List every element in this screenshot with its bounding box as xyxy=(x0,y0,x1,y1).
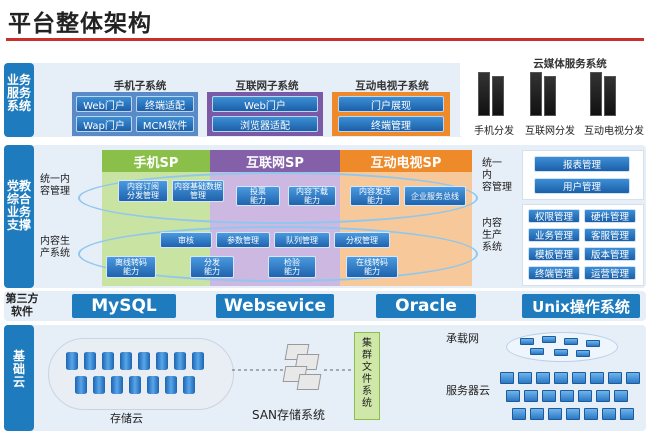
content-base-data-module[interactable]: 内容基础数据 管理 xyxy=(172,180,224,202)
business-layer-tag xyxy=(4,63,34,137)
inspection-capability-module[interactable]: 检验 能力 xyxy=(268,256,316,278)
cloud-media-title: 云媒体服务系统 xyxy=(533,58,607,70)
content-download-module[interactable]: 内容下载 能力 xyxy=(288,186,336,206)
business-layer-label: 业务 服务 系统 xyxy=(6,73,31,113)
hardware-mgmt-button[interactable]: 硬件管理 xyxy=(584,209,636,223)
internet-web-portal[interactable]: Web门户 xyxy=(212,96,318,112)
iptv-terminal-mgmt[interactable]: 终端管理 xyxy=(338,116,444,132)
content-production-left-label: 内容生 产系统 xyxy=(40,236,70,259)
iptv-distribution-label: 互动电视分发 xyxy=(584,126,644,137)
offline-transcode-module[interactable]: 离线转码 能力 xyxy=(106,256,156,278)
server-rack-icon xyxy=(530,72,558,116)
mobile-sp-header: 手机SP xyxy=(102,150,210,172)
support-layer-tag xyxy=(4,145,34,288)
terminal-mgmt-button[interactable]: 终端管理 xyxy=(528,266,580,280)
iptv-sp-header: 互动电视SP xyxy=(340,150,472,172)
enterprise-service-bus-module[interactable]: 企业服务总线 xyxy=(404,186,466,206)
storage-cloud-label: 存储云 xyxy=(110,412,143,425)
customer-service-mgmt-button[interactable]: 客服管理 xyxy=(584,228,636,242)
review-module[interactable]: 审核 xyxy=(160,232,212,248)
unix-os-box: Unix操作系统 xyxy=(522,294,640,318)
base-layer-tag xyxy=(4,325,34,431)
internet-sp-header: 互联网SP xyxy=(210,150,340,172)
parameter-mgmt-module[interactable]: 参数管理 xyxy=(216,232,270,248)
page-title: 平台整体架构 xyxy=(8,11,152,37)
title-divider xyxy=(6,38,644,41)
mobile-distribution-label: 手机分发 xyxy=(474,126,514,137)
webservice-box: Websevice xyxy=(216,294,334,318)
mobile-subsystem-title: 手机子系统 xyxy=(113,80,167,92)
mobile-web-portal[interactable]: Web门户 xyxy=(76,96,132,112)
third-party-layer-label: 第三方 软件 xyxy=(5,292,39,318)
distribution-capability-module[interactable]: 分发 能力 xyxy=(190,256,234,278)
carrier-network-icon xyxy=(486,326,636,366)
internet-subsystem-title: 互联网子系统 xyxy=(235,80,299,92)
base-layer-label: 基 础 云 xyxy=(12,349,25,389)
iptv-subsystem-title: 互动电视子系统 xyxy=(355,80,429,92)
content-subscription-module[interactable]: 内容订阅 分发管理 xyxy=(118,180,168,202)
server-cloud-icon xyxy=(496,368,642,426)
version-mgmt-button[interactable]: 版本管理 xyxy=(584,247,636,261)
san-storage-label: SAN存储系统 xyxy=(252,408,326,422)
server-rack-icon xyxy=(478,72,506,116)
server-cloud-label: 服务器云 xyxy=(446,384,490,397)
internet-distribution-label: 互联网分发 xyxy=(525,126,575,137)
content-production-ellipse xyxy=(78,226,478,282)
mysql-box: MySQL xyxy=(72,294,176,318)
content-send-module[interactable]: 内容发送 能力 xyxy=(350,186,400,206)
permission-split-module[interactable]: 分权管理 xyxy=(334,232,390,248)
storage-cloud-shape xyxy=(48,338,234,410)
cluster-fs-box xyxy=(354,332,380,420)
operation-mgmt-button[interactable]: 运营管理 xyxy=(584,266,636,280)
online-transcode-module[interactable]: 在线转码 能力 xyxy=(346,256,398,278)
unified-content-right-label: 统一 内 容管理 xyxy=(482,158,512,193)
template-mgmt-button[interactable]: 模板管理 xyxy=(528,247,580,261)
unified-content-ellipse xyxy=(78,172,478,224)
server-rack-icon xyxy=(590,72,618,116)
queue-mgmt-module[interactable]: 队列管理 xyxy=(274,232,330,248)
mobile-wap-portal[interactable]: Wap门户 xyxy=(76,116,132,132)
unified-content-left-label: 统一内 容管理 xyxy=(40,174,70,197)
permission-mgmt-button[interactable]: 权限管理 xyxy=(528,209,580,223)
support-layer-label: 党教 综合 业务 支撑 xyxy=(6,179,31,232)
oracle-box: Oracle xyxy=(376,294,476,318)
user-mgmt-button[interactable]: 用户管理 xyxy=(534,178,630,194)
internet-browser-adapt[interactable]: 浏览器适配 xyxy=(212,116,318,132)
voting-capability-module[interactable]: 投票 能力 xyxy=(236,186,280,206)
mobile-terminal-adapt[interactable]: 终端适配 xyxy=(136,96,194,112)
carrier-network-label: 承载网 xyxy=(446,332,479,345)
iptv-portal-display[interactable]: 门户展现 xyxy=(338,96,444,112)
san-switch-icon xyxy=(282,344,322,390)
business-mgmt-button[interactable]: 业务管理 xyxy=(528,228,580,242)
report-mgmt-button[interactable]: 报表管理 xyxy=(534,156,630,172)
cluster-fs-label: 集 群 文 件 系 统 xyxy=(362,338,372,409)
content-production-right-label: 内容 生产 系统 xyxy=(482,218,502,253)
storage-cylinders xyxy=(66,352,216,400)
mobile-mcm-software[interactable]: MCM软件 xyxy=(136,116,194,132)
